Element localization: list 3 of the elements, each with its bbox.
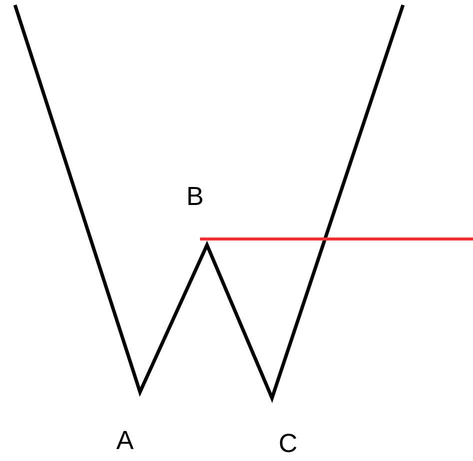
point-label: C [280,434,296,452]
point-label: B [188,187,202,205]
point-label: A [116,431,134,449]
